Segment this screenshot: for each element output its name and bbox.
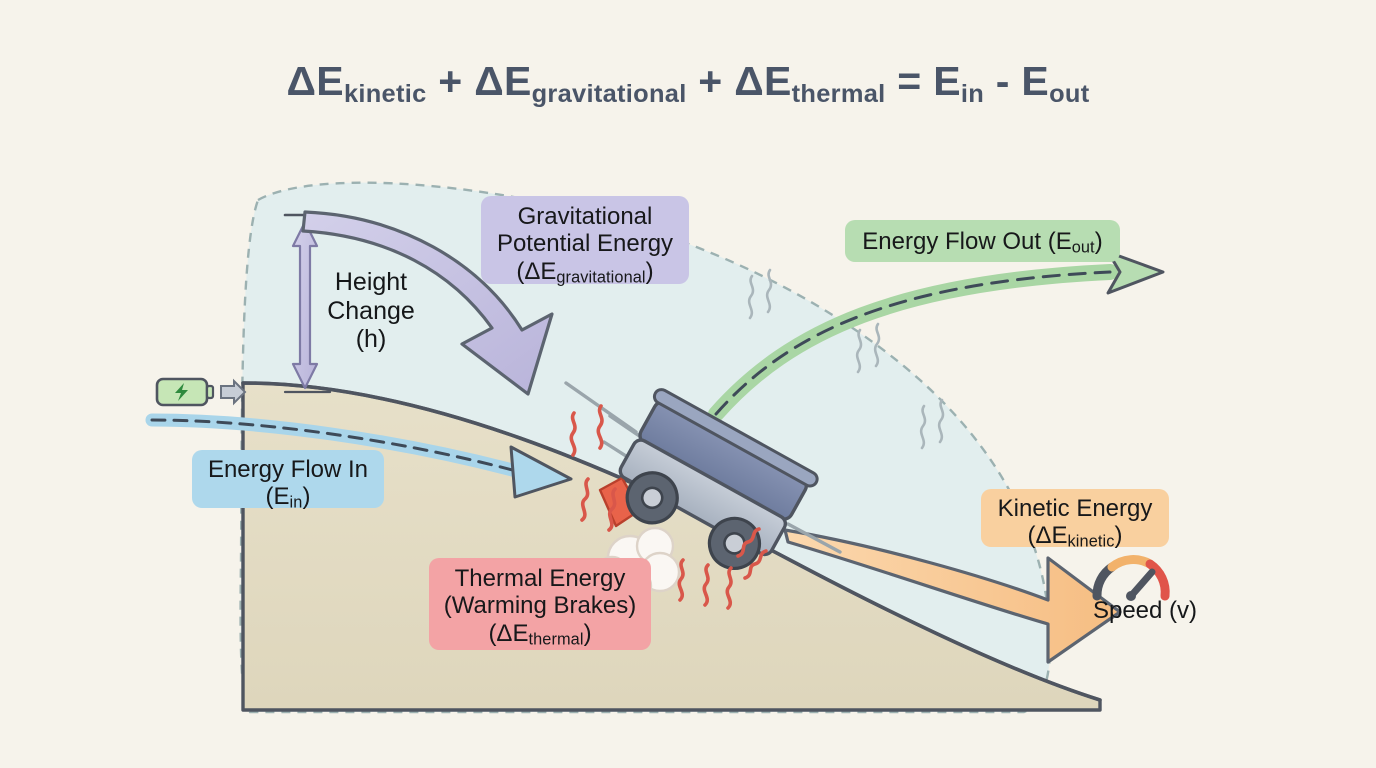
eq-term-5: E: [1021, 58, 1050, 104]
eq-sub-4: in: [960, 80, 985, 109]
eq-term-4: E: [933, 58, 961, 104]
cart: [618, 388, 819, 570]
label-height-change: Height Change (h): [316, 268, 426, 356]
thermal-pre: (ΔE: [488, 619, 529, 647]
eq-sub-3: thermal: [791, 80, 886, 109]
eq-sub-5: out: [1049, 80, 1090, 109]
eout-sub: out: [1071, 238, 1095, 257]
thermal-post: ): [583, 619, 592, 647]
grav-sub: gravitational: [556, 268, 646, 287]
thermal-line-1: Thermal Energy: [454, 565, 626, 592]
label-gravitational-potential-energy: Gravitational Potential Energy (ΔEgravit…: [481, 196, 689, 287]
battery-icon: [155, 377, 215, 407]
grav-line-3: (ΔEgravitational): [481, 258, 689, 287]
eq-sub-1: kinetic: [343, 80, 427, 109]
eq-term-3: ΔE: [734, 58, 792, 104]
label-thermal-energy: Thermal Energy (Warming Brakes) (ΔEtherm…: [429, 558, 651, 650]
kinetic-post: ): [1114, 522, 1123, 550]
grav-pre: (ΔE: [516, 257, 557, 285]
heat-wisp: [747, 268, 945, 450]
thermal-line-2: (Warming Brakes): [443, 592, 637, 620]
ein-sub: in: [289, 493, 303, 512]
eq-op-2: +: [698, 58, 723, 104]
height-line-1: Height: [334, 268, 408, 296]
eq-term-2: ΔE: [474, 58, 532, 104]
thermal-sub: thermal: [528, 630, 584, 649]
kinetic-pre: (ΔE: [1027, 522, 1068, 550]
input-arrow-icon: [220, 378, 247, 406]
grav-line-1: Gravitational: [517, 203, 653, 230]
eq-term-1: ΔE: [286, 58, 344, 104]
label-energy-flow-out: Energy Flow Out (Eout): [845, 220, 1120, 262]
label-speed: Speed (v): [1092, 597, 1198, 624]
grav-line-2: Potential Energy: [496, 230, 674, 258]
gravitational-arrow: [301, 210, 554, 396]
eout-pre: Energy Flow Out (E: [862, 228, 1072, 255]
ein-line-2: (Ein): [192, 483, 384, 512]
grav-post: ): [645, 257, 654, 285]
energy-in-arrow: [145, 413, 573, 499]
speedometer-icon: [1092, 555, 1170, 601]
eq-op-3: -: [995, 58, 1010, 104]
height-line-2: Change: [327, 296, 415, 325]
eout-post: ): [1094, 228, 1103, 255]
ein-pre: (E: [265, 483, 290, 511]
heat-squiggle: [569, 404, 768, 610]
kinetic-line-1: Kinetic Energy: [997, 495, 1153, 522]
eq-op-1: +: [438, 58, 463, 104]
thermal-line-3: (ΔEthermal): [429, 620, 651, 649]
ein-post: ): [302, 483, 311, 511]
height-line-3: (h): [355, 325, 387, 353]
kinetic-line-2: (ΔEkinetic): [981, 522, 1169, 551]
energy-out-arrow: [708, 250, 1165, 422]
label-kinetic-energy: Kinetic Energy (ΔEkinetic): [981, 489, 1169, 551]
eq-equals: =: [897, 58, 922, 104]
eq-sub-2: gravitational: [531, 80, 687, 109]
kinetic-sub: kinetic: [1067, 532, 1115, 551]
kinetic-arrow: [783, 528, 1122, 664]
ein-line-1: Energy Flow In: [207, 456, 369, 483]
page-title: ΔEkinetic + ΔEgravitational + ΔEthermal …: [0, 58, 1376, 109]
label-energy-flow-in: Energy Flow In (Ein): [192, 450, 384, 512]
